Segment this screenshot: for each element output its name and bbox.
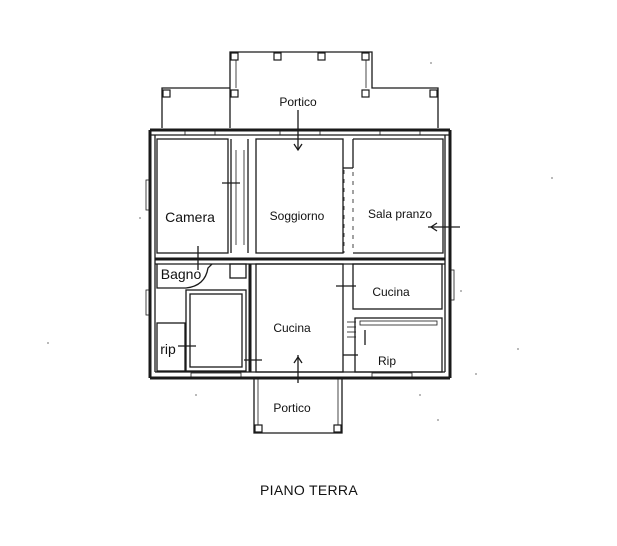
room-label-rip-left: rip [160, 341, 176, 357]
room-label-portico-bottom: Portico [273, 401, 311, 415]
portico-top-structure [161, 51, 439, 152]
outer-walls [145, 128, 455, 380]
room-label-rip-right: Rip [378, 354, 396, 368]
room-label-camera: Camera [165, 209, 215, 225]
room-label-soggiorno: Soggiorno [270, 209, 325, 223]
room-label-sala-pranzo: Sala pranzo [368, 207, 432, 221]
plan-title: PIANO TERRA [260, 482, 358, 498]
room-label-cucina-small: Cucina [372, 285, 410, 299]
portico-bottom-structure [253, 378, 343, 434]
room-label-bagno: Bagno [161, 266, 202, 282]
interior-walls [155, 138, 460, 383]
room-label-cucina-main: Cucina [273, 321, 311, 335]
room-label-portico-top: Portico [279, 95, 317, 109]
scan-specks [47, 62, 553, 421]
